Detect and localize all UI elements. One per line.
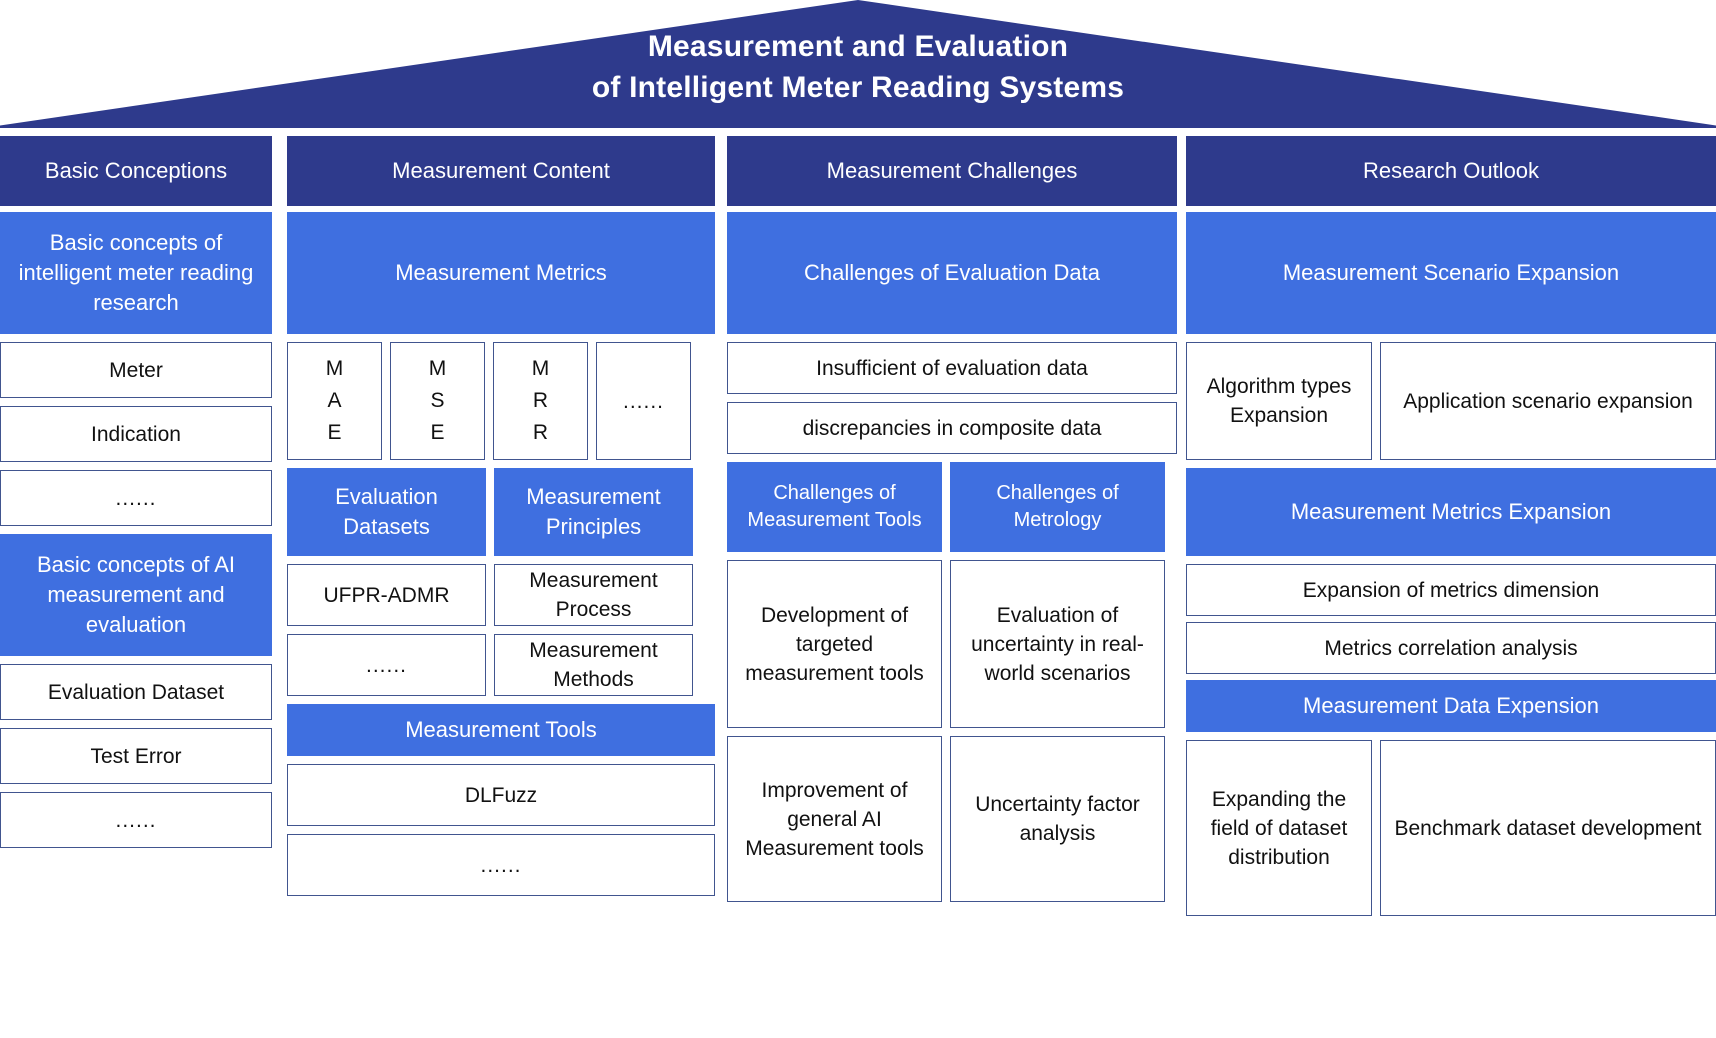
metric-mae[interactable]: M A E: [287, 342, 382, 460]
item-metrics-correlation-analysis[interactable]: Metrics correlation analysis: [1186, 622, 1716, 674]
metric-mae-letter-3: E: [327, 421, 342, 444]
column-basic-conceptions: Basic Conceptions Basic concepts of inte…: [0, 136, 272, 848]
item-test-error[interactable]: Test Error: [0, 728, 272, 784]
item-basic-ai-more[interactable]: ......: [0, 792, 272, 848]
diagram-title: Measurement and Evaluation of Intelligen…: [0, 26, 1716, 108]
item-uncertainty-factor-analysis[interactable]: Uncertainty factor analysis: [950, 736, 1165, 902]
group-title-measurement-metrics-expansion[interactable]: Measurement Metrics Expansion: [1186, 468, 1716, 556]
title-line-2: of Intelligent Meter Reading Systems: [591, 71, 1125, 104]
subgroup-second-items-row: ...... Measurement Methods: [287, 634, 715, 696]
subgroup-first-items-row: UFPR-ADMR Measurement Process: [287, 564, 715, 626]
metric-mse-letter-2: S: [430, 389, 445, 412]
metrics-row: M A E M S E M R R ......: [287, 342, 715, 460]
item-measurement-process[interactable]: Measurement Process: [494, 564, 693, 626]
group-title-measurement-data-expension[interactable]: Measurement Data Expension: [1186, 680, 1716, 732]
item-basic-imr-more[interactable]: ......: [0, 470, 272, 526]
challenge-subgroup-titles-row: Challenges of Measurement Tools Challeng…: [727, 462, 1177, 552]
group-title-basic-concepts-imr[interactable]: Basic concepts of intelligent meter read…: [0, 212, 272, 334]
column-header-research-outlook[interactable]: Research Outlook: [1186, 136, 1716, 206]
item-meter[interactable]: Meter: [0, 342, 272, 398]
metric-mrr-letter-1: M: [531, 357, 550, 380]
item-improvement-general-ai-tools[interactable]: Improvement of general AI Measurement to…: [727, 736, 942, 902]
group-title-basic-concepts-ai[interactable]: Basic concepts of AI measurement and eva…: [0, 534, 272, 656]
column-header-basic-conceptions[interactable]: Basic Conceptions: [0, 136, 272, 206]
group-title-measurement-tools[interactable]: Measurement Tools: [287, 704, 715, 756]
item-insufficient-evaluation-data[interactable]: Insufficient of evaluation data: [727, 342, 1177, 394]
column-measurement-challenges: Measurement Challenges Challenges of Eva…: [727, 136, 1177, 902]
group-title-measurement-metrics[interactable]: Measurement Metrics: [287, 212, 715, 334]
item-indication[interactable]: Indication: [0, 406, 272, 462]
scenario-items-row: Algorithm types Expansion Application sc…: [1186, 342, 1716, 460]
roof-banner: Measurement and Evaluation of Intelligen…: [0, 0, 1716, 128]
column-research-outlook: Research Outlook Measurement Scenario Ex…: [1186, 136, 1716, 916]
subgroup-titles-row: Evaluation Datasets Measurement Principl…: [287, 468, 715, 556]
item-expanding-field-dataset-distribution[interactable]: Expanding the field of dataset distribut…: [1186, 740, 1372, 916]
metric-mse[interactable]: M S E: [390, 342, 485, 460]
subgroup-title-measurement-principles[interactable]: Measurement Principles: [494, 468, 693, 556]
title-line-1: Measurement and Evaluation: [647, 30, 1069, 63]
group-title-challenges-evaluation-data[interactable]: Challenges of Evaluation Data: [727, 212, 1177, 334]
metric-mse-letter-3: E: [430, 421, 445, 444]
group-title-measurement-scenario-expansion[interactable]: Measurement Scenario Expansion: [1186, 212, 1716, 334]
item-datasets-more[interactable]: ......: [287, 634, 486, 696]
challenge-second-items-row: Improvement of general AI Measurement to…: [727, 736, 1177, 902]
item-measurement-methods[interactable]: Measurement Methods: [494, 634, 693, 696]
column-header-measurement-challenges[interactable]: Measurement Challenges: [727, 136, 1177, 206]
metric-mrr-letter-2: R: [532, 389, 549, 412]
metric-mae-letter-1: M: [325, 357, 344, 380]
item-evaluation-uncertainty-real-world[interactable]: Evaluation of uncertainty in real-world …: [950, 560, 1165, 728]
metric-mrr[interactable]: M R R: [493, 342, 588, 460]
metric-mrr-letter-3: R: [532, 421, 549, 444]
metric-mse-letter-1: M: [428, 357, 447, 380]
item-benchmark-dataset-development[interactable]: Benchmark dataset development: [1380, 740, 1716, 916]
item-ufpr-admr[interactable]: UFPR-ADMR: [287, 564, 486, 626]
subgroup-title-challenges-measurement-tools[interactable]: Challenges of Measurement Tools: [727, 462, 942, 552]
challenge-first-items-row: Development of targeted measurement tool…: [727, 560, 1177, 728]
data-expansion-items-row: Expanding the field of dataset distribut…: [1186, 740, 1716, 916]
column-measurement-content: Measurement Content Measurement Metrics …: [287, 136, 715, 896]
item-tools-more[interactable]: ......: [287, 834, 715, 896]
metric-more[interactable]: ......: [596, 342, 691, 460]
item-development-targeted-tools[interactable]: Development of targeted measurement tool…: [727, 560, 942, 728]
item-application-scenario-expansion[interactable]: Application scenario expansion: [1380, 342, 1716, 460]
metric-mae-letter-2: A: [327, 389, 342, 412]
item-dlfuzz[interactable]: DLFuzz: [287, 764, 715, 826]
subgroup-title-challenges-metrology[interactable]: Challenges of Metrology: [950, 462, 1165, 552]
item-discrepancies-composite-data[interactable]: discrepancies in composite data: [727, 402, 1177, 454]
subgroup-title-evaluation-datasets[interactable]: Evaluation Datasets: [287, 468, 486, 556]
column-header-measurement-content[interactable]: Measurement Content: [287, 136, 715, 206]
item-expansion-metrics-dimension[interactable]: Expansion of metrics dimension: [1186, 564, 1716, 616]
item-algorithm-types-expansion[interactable]: Algorithm types Expansion: [1186, 342, 1372, 460]
item-evaluation-dataset[interactable]: Evaluation Dataset: [0, 664, 272, 720]
